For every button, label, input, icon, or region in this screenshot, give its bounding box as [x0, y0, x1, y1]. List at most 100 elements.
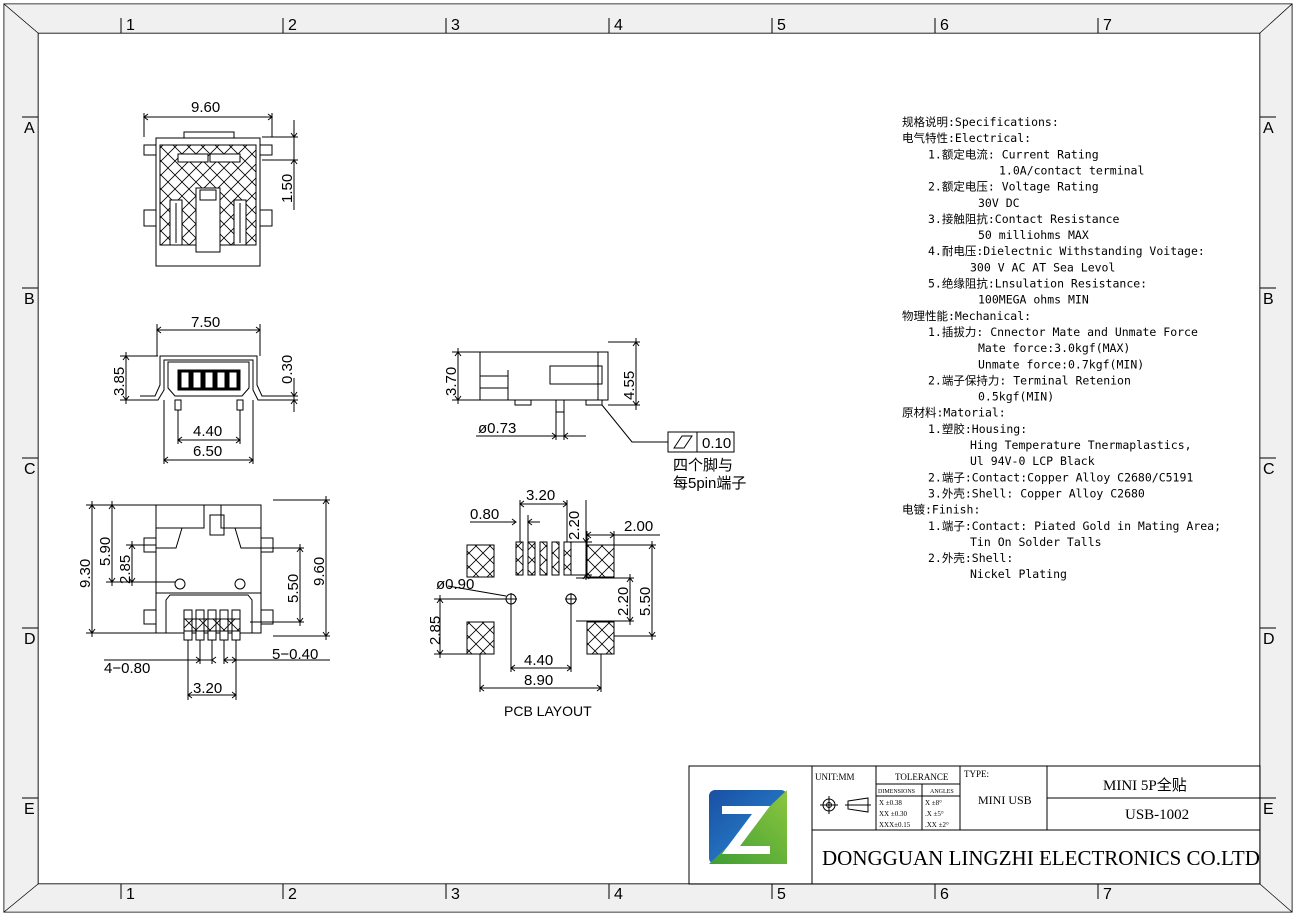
- pcb-pad-pitch-dim: 0.80: [470, 506, 499, 523]
- grid-col-2-bottom: 2: [288, 886, 297, 903]
- spec-line: 100MEGA ohms MIN: [978, 293, 1089, 307]
- pcb-pad-len-dim: 2.20: [566, 511, 583, 540]
- grid-col-6-bottom: 6: [940, 886, 949, 903]
- spec-line: 原材料:Matorial:: [902, 406, 1006, 420]
- grid-col-5-bottom: 5: [777, 886, 786, 903]
- spec-line: 1.插拔力: Cnnector Mate and Unmate Force: [928, 325, 1198, 339]
- side-flatness-value: 0.10: [702, 435, 731, 452]
- grid-row-c-right: C: [1263, 461, 1275, 478]
- top-view: [143, 113, 298, 267]
- tol-ang-row-2: .X ±5°: [925, 810, 944, 818]
- grid-col-5-top: 5: [777, 17, 786, 34]
- pcb-layout-title: PCB LAYOUT: [504, 703, 592, 719]
- grid-col-7-top: 7: [1103, 17, 1112, 34]
- company-logo: [709, 790, 787, 864]
- tolerance-label: TOLERANCE: [895, 772, 949, 782]
- title-block: [688, 765, 1261, 885]
- pcb-right1-dim: 2.20: [615, 587, 632, 616]
- pcb-pad-span-dim: 3.20: [526, 487, 555, 504]
- grid-row-b-right: B: [1263, 291, 1274, 308]
- spec-line: Nickel Plating: [970, 567, 1067, 581]
- spec-line: Unmate force:0.7kgf(MIN): [978, 357, 1144, 371]
- bottom-h3-dim: 2.85: [117, 555, 134, 584]
- bottom-span-dim: 3.20: [193, 680, 222, 697]
- angles-label: ANGLES: [930, 789, 954, 795]
- grid-col-3-bottom: 3: [451, 886, 460, 903]
- tol-ang-row-3: .XX ±2°: [925, 821, 949, 829]
- spec-line: 2.端子保持力: Terminal Retenion: [928, 373, 1131, 387]
- specifications-block: 规格说明:Specifications:电气特性:Electrical:1.额定…: [902, 115, 1221, 581]
- side-height2-dim: 4.55: [621, 371, 638, 400]
- type-value: MINI USB: [978, 793, 1032, 807]
- top-width-dim: 9.60: [191, 99, 220, 116]
- tol-dim-row-2: XX ±0.30: [879, 810, 907, 818]
- grid-col-4-top: 4: [614, 17, 623, 34]
- spec-line: 电气特性:Electrical:: [902, 131, 1031, 145]
- front-height-dim: 3.85: [111, 367, 128, 396]
- spec-line: 2.端子:Contact:Copper Alloy C2680/C5191: [928, 470, 1193, 484]
- front-pin-span-dim: 4.40: [193, 423, 222, 440]
- pcb-right2-dim: 5.50: [637, 587, 654, 616]
- dimensions-label: DIMENSIONS: [878, 789, 915, 795]
- spec-line: Mate force:3.0kgf(MAX): [978, 341, 1130, 355]
- projection-symbol-icon: [820, 796, 871, 814]
- grid-col-6-top: 6: [940, 17, 949, 34]
- pcb-total-dim: 8.90: [524, 672, 553, 689]
- spec-line: 4.耐电压:Dielectnic Withstanding Voitage:: [928, 244, 1205, 258]
- spec-line: 30V DC: [978, 196, 1020, 210]
- spec-line: Tin On Solder Talls: [970, 535, 1102, 549]
- spec-line: 1.额定电流: Current Rating: [928, 147, 1099, 161]
- pcb-layout: [434, 500, 660, 692]
- top-height-dim: 1.50: [279, 174, 296, 203]
- part-number: USB-1002: [1125, 807, 1189, 823]
- pcb-hole-span-dim: 4.40: [524, 652, 553, 669]
- spec-line: 2.额定电压: Voltage Rating: [928, 180, 1099, 194]
- front-base-dim: 6.50: [193, 443, 222, 460]
- company-name: DONGGUAN LINGZHI ELECTRONICS CO.LTD: [822, 846, 1260, 870]
- front-width-dim: 7.50: [191, 314, 220, 331]
- spec-line: 2.外壳:Shell:: [928, 551, 1013, 565]
- grid-col-1-top: 1: [126, 17, 135, 34]
- spec-line: 5.绝缘阻抗:Lnsulation Resistance:: [928, 277, 1147, 291]
- bottom-h5-dim: 9.60: [311, 557, 328, 586]
- side-pin-dia-dim: ø0.73: [478, 420, 516, 437]
- grid-col-3-top: 3: [451, 17, 460, 34]
- spec-line: 1.塑胶:Housing:: [928, 422, 1027, 436]
- type-label: TYPE:: [964, 769, 989, 779]
- side-note-line1: 四个脚与: [673, 457, 733, 474]
- grid-row-d-left: D: [24, 631, 36, 648]
- spec-line: 电镀:Finish:: [902, 503, 980, 517]
- grid-col-1-bottom: 1: [126, 886, 135, 903]
- spec-line: 0.5kgf(MIN): [978, 390, 1054, 404]
- grid-row-b-left: B: [24, 291, 35, 308]
- spec-line: 1.端子:Contact: Piated Gold in Mating Area…: [928, 519, 1221, 533]
- spec-line: 3.接触阻抗:Contact Resistance: [928, 212, 1119, 226]
- spec-line: 50 milliohms MAX: [978, 228, 1089, 242]
- grid-col-7-bottom: 7: [1103, 886, 1112, 903]
- spec-line: 物理性能:Mechanical:: [902, 309, 1031, 323]
- bottom-h2-dim: 5.90: [97, 537, 114, 566]
- bottom-pitch4-dim: 4−0.80: [104, 660, 150, 677]
- tol-dim-row-3: XXX±0.15: [879, 821, 911, 829]
- grid-row-d-right: D: [1263, 631, 1275, 648]
- tol-dim-row-1: X ±0.38: [879, 799, 902, 807]
- grid-row-a-right: A: [1263, 120, 1274, 137]
- front-offset-dim: 0.30: [279, 355, 296, 384]
- spec-line: 300 V AC AT Sea Levol: [970, 260, 1115, 274]
- grid-row-e-right: E: [1263, 801, 1274, 818]
- spec-line: Ul 94V-0 LCP Black: [970, 454, 1095, 468]
- side-view: [452, 338, 735, 453]
- grid-col-4-bottom: 4: [614, 886, 623, 903]
- grid-row-e-left: E: [24, 801, 35, 818]
- bottom-h1-dim: 9.30: [77, 559, 94, 588]
- spec-line: 3.外壳:Shell: Copper Alloy C2680: [928, 486, 1145, 500]
- side-note-line2: 每5pin端子: [673, 475, 746, 492]
- pcb-left-dim: 2.85: [427, 616, 444, 645]
- spec-line: Hing Temperature Tnermaplastics,: [970, 438, 1192, 452]
- side-height-dim: 3.70: [443, 367, 460, 396]
- grid-row-a-left: A: [24, 120, 35, 137]
- spec-line: 1.0A/contact terminal: [999, 163, 1144, 177]
- grid-row-c-left: C: [24, 461, 36, 478]
- front-view: [120, 324, 298, 464]
